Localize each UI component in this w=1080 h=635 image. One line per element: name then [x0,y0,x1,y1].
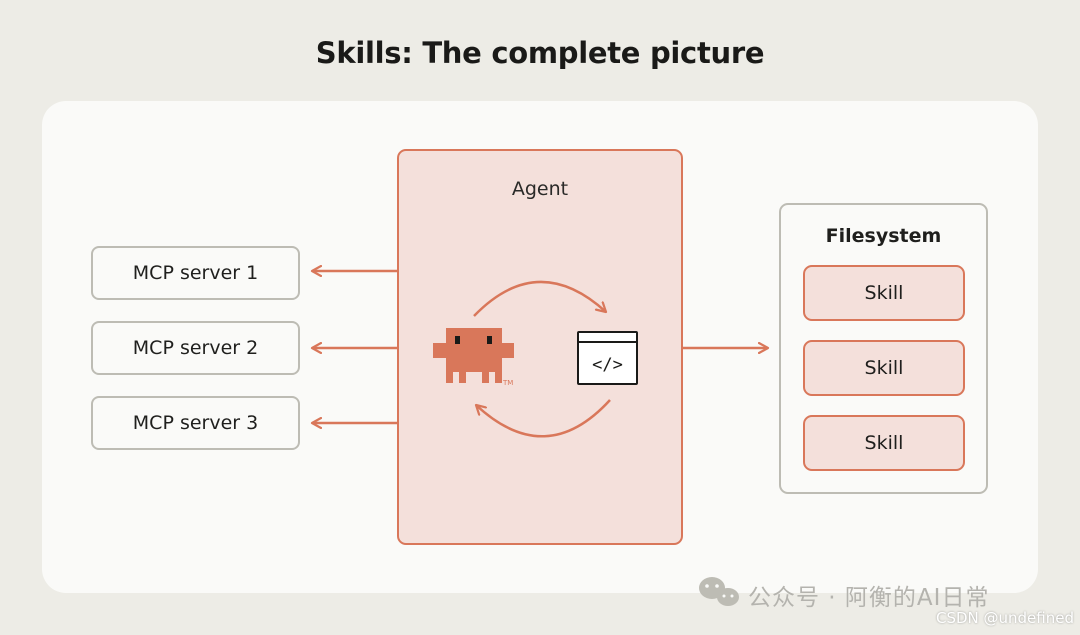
wechat-icon [699,577,739,606]
claude-mascot-icon [433,328,514,383]
code-window-icon: </> [577,331,638,385]
trademark-label: TM [502,379,513,387]
cycle-arrow-top [473,280,606,317]
mcp-server-box: MCP server 3 [91,396,300,450]
mcp-server-label: MCP server 2 [132,337,259,359]
skill-label: Skill [864,282,904,304]
skill-box: Skill [803,265,965,321]
mcp-server-box: MCP server 1 [91,246,300,300]
agent-label: Agent [511,178,569,200]
diagram-title: Skills: The complete picture [315,36,765,70]
watermark-text: 公众号 · 阿衡的AI日常 [748,585,990,611]
code-symbol: </> [592,355,623,375]
skill-label: Skill [864,357,904,379]
mcp-server-label: MCP server 3 [132,412,259,434]
mcp-server-label: MCP server 1 [132,262,259,284]
agent-to-mcp-arrows [312,271,397,423]
watermark-csdn: CSDN @undefined [935,609,1074,627]
cycle-arrow-bottom [476,399,611,438]
skill-box: Skill [803,340,965,396]
skill-box: Skill [803,415,965,471]
skill-label: Skill [864,432,904,454]
mcp-server-box: MCP server 2 [91,321,300,375]
filesystem-label: Filesystem [825,225,942,247]
